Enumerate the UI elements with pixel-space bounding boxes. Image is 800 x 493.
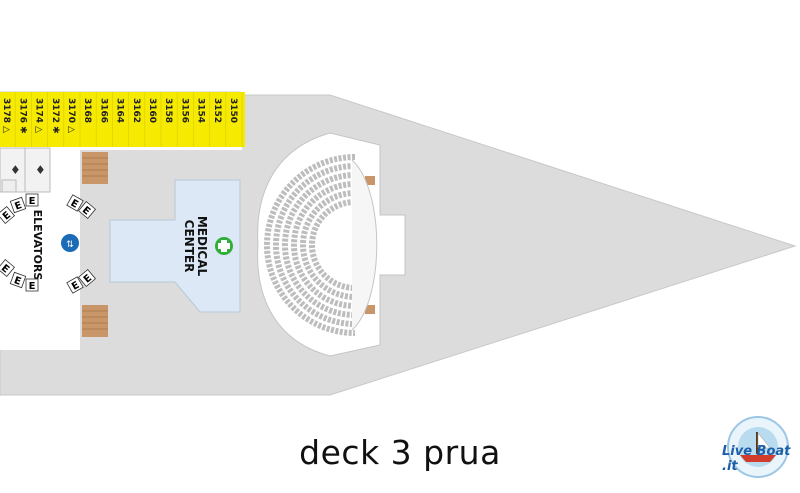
medical-label-line2: CENTER [182,220,196,273]
cabin-3154: 3154 [196,98,206,123]
cabin-3178: 3178 △ [1,98,11,133]
elevator-5: E [77,200,97,220]
elevator-2: E [9,196,27,214]
cabin-3160: 3160 [147,98,157,123]
svg-text:E: E [0,263,11,276]
cabin-3174: 3174 △ [34,98,44,133]
corridor-left [0,147,242,150]
liveboat-logo [727,416,789,478]
seat-row [282,172,356,318]
elevator-8: E [25,278,39,292]
medical-center: MEDICAL CENTER [109,179,241,313]
svg-text:E: E [69,198,81,211]
restrooms: ♦ ♦ [0,147,51,193]
svg-text:⇅: ⇅ [66,240,74,250]
svg-text:E: E [12,275,22,288]
cabin-3170: 3170 △ [66,98,76,133]
elevator-9: E [66,276,84,294]
cabin-3172: 3172 ✱ [50,98,60,134]
svg-text:E: E [70,280,82,293]
seat-row [273,163,356,327]
restroom-icon-1: ♦ [10,163,21,177]
elevator-10: E [77,268,97,288]
deck-caption: deck 3 prua [299,433,501,472]
elevators-label: ELEVATORS [31,210,44,281]
cabin-3168: 3168 [82,98,92,123]
stairs-bottom [82,305,108,337]
cabin-3152: 3152 [212,98,222,123]
cabin-3164: 3164 [115,98,125,123]
cabin-3176: 3176 ✱ [17,98,27,134]
cabin-3158: 3158 [163,98,173,123]
elevator-6: E [0,258,16,278]
elevator-1: E [0,205,16,225]
elevator-icon [61,234,79,252]
cabin-3166: 3166 [98,98,108,123]
svg-text:E: E [29,196,36,207]
seat-row [264,154,356,336]
stairs-top [82,152,108,184]
theater [257,132,406,357]
medical-label-line1: MEDICAL [195,216,209,277]
liveboat-logo-text: Live Boat .it [722,444,791,474]
seat-row [309,199,356,291]
cabin-3156: 3156 [179,98,189,123]
seat-row [300,190,356,300]
svg-text:E: E [29,281,36,292]
restroom-icon-2: ♦ [35,163,46,177]
cabin-3162: 3162 [131,98,141,123]
elevator-7: E [9,271,27,289]
svg-text:E: E [13,200,23,213]
elevator-4: E [66,194,84,212]
cabin-strip: 3150 3152 3154 3156 3158 3160 3162 3164 3166 3168… [0,92,245,147]
elevator-3: E [25,193,39,207]
seat-row [291,181,356,309]
cabin-3150: 3150 [228,98,238,123]
